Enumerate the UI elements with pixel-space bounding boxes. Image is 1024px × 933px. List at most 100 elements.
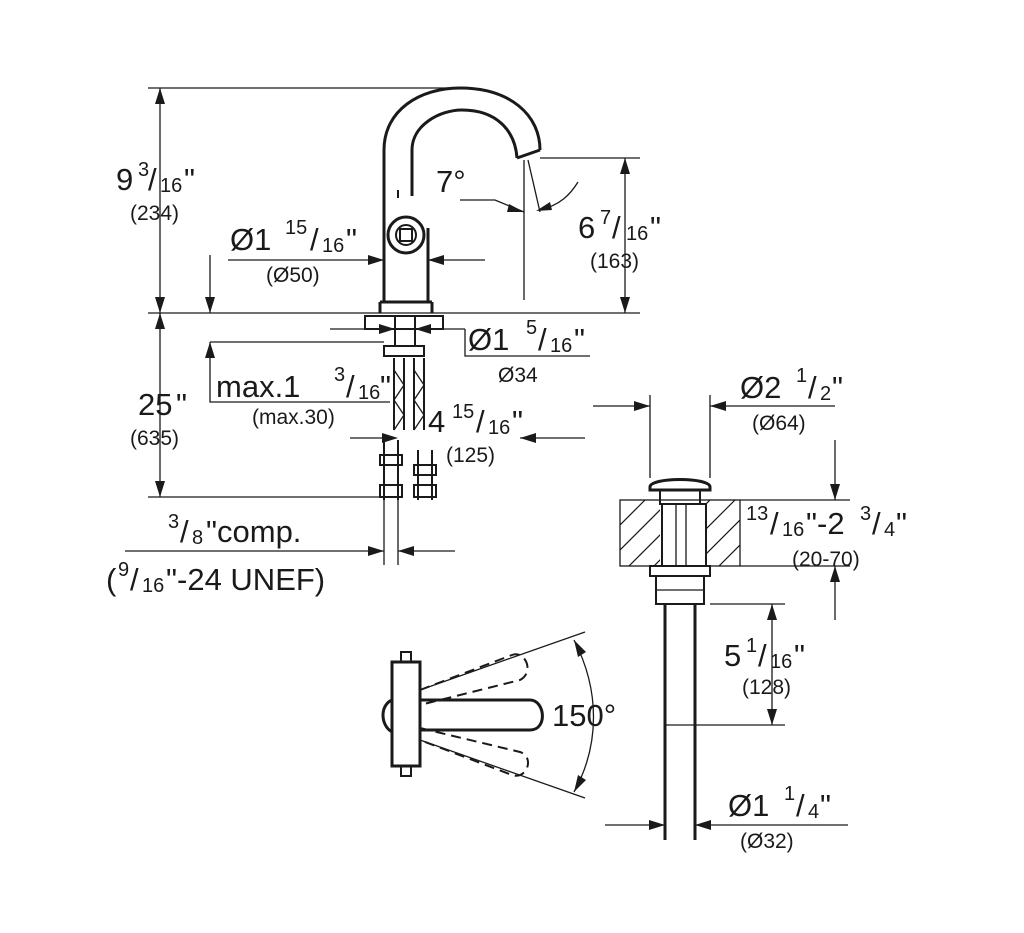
dim-metric: (Ø64) [752,412,806,435]
dim-numerator: 15 [285,217,307,239]
dim-suffix-2: "-24 UNEF) [166,562,325,597]
dim-denominator-2: 4 [884,519,895,541]
dim-mid: "-2 [806,506,845,541]
label-spout-angle: 7° [436,164,466,199]
dim-metric: (234) [130,202,179,225]
dim-denominator: 16 [488,417,510,439]
dim-prefix: Ø1 [230,222,271,257]
dim-denominator: 16 [770,651,792,673]
handle-top-view [381,631,595,799]
dim-unit: " [176,387,187,422]
dim-numerator: 3 [334,364,345,386]
svg-text:/: / [770,506,779,541]
handle-knob [386,215,426,255]
dim-unit: " [896,506,907,541]
svg-text:/: / [612,210,621,245]
label-tail-length: 5 1 / 16 " (128) [724,635,805,699]
svg-text:/: / [796,788,805,823]
dim-metric: (125) [446,444,495,467]
angle-label: 7° [436,164,466,199]
dim-numerator: 1 [746,635,757,657]
label-body-diameter: Ø1 15 / 16 " (Ø50) [230,217,357,287]
svg-text:/: / [538,322,547,357]
handle-lever [420,698,544,732]
dim-numerator: 7 [600,207,611,229]
dim-numerator-2: 9 [118,559,129,581]
drain-dimensions [593,395,850,830]
label-drain-diameter: Ø2 1 / 2 " (Ø64) [740,365,843,435]
dim-whole: 6 [578,210,595,245]
drain-assembly [619,478,741,840]
dim-denominator: 16 [160,175,182,197]
svg-text:/: / [346,369,355,404]
dim-unit: " [794,638,805,673]
svg-text:/: / [310,222,319,257]
dim-unit: " [346,222,357,257]
dim-whole: 4 [428,404,445,439]
svg-text:/: / [180,514,189,549]
label-drain-range: 13 / 16 "-2 3 / 4 " (20-70) [746,503,907,571]
dim-unit: " [380,369,391,404]
dim-numerator: 15 [452,401,474,423]
dim-prefix: Ø1 [728,788,769,823]
dim-denominator: 8 [192,527,203,549]
label-handle-rotation: 150° [552,698,616,733]
label-supply-length: 25 " (635) [130,387,187,450]
dim-denominator: 16 [782,519,804,541]
svg-text:/: / [476,404,485,439]
svg-text:/: / [808,370,817,405]
dim-metric: Ø34 [498,364,538,387]
dim-metric: (Ø32) [740,830,794,853]
dim-metric: (Ø50) [266,264,320,287]
dim-denominator: 16 [358,382,380,404]
dim-numerator-2: 3 [860,503,871,525]
label-height-total: 9 3 / 16 " (234) [116,159,195,225]
dim-unit: " [512,404,523,439]
drain-cap [648,478,712,492]
dim-open-paren: ( [106,562,117,597]
dim-metric: (128) [742,676,791,699]
dim-prefix: max.1 [216,369,300,404]
dim-suffix: "comp. [206,514,301,549]
svg-text:/: / [148,162,157,197]
dim-numerator: 5 [526,317,537,339]
label-hole-diameter: Ø1 5 / 16 " Ø34 [468,317,585,387]
faucet-dimensions [125,87,640,565]
spout-outline-inner [410,108,519,159]
dim-unit: " [184,162,195,197]
label-supply-spacing: 4 15 / 16 " (125) [428,401,523,467]
label-tail-diameter: Ø1 1 / 4 " (Ø32) [728,783,831,853]
dim-denominator: 16 [626,223,648,245]
dim-numerator: 13 [746,503,768,525]
dim-numerator: 1 [796,365,807,387]
dim-prefix: Ø1 [468,322,509,357]
dim-metric: (20-70) [792,548,860,571]
dim-whole: 25 [138,387,172,422]
dim-denominator-2: 16 [142,575,164,597]
dim-denominator: 16 [322,235,344,257]
dim-metric: (163) [590,250,639,273]
label-connection: 3 / 8 "comp. ( 9 / 16 "-24 UNEF) [106,511,325,597]
dim-denominator: 4 [808,801,819,823]
dim-unit: " [832,370,843,405]
svg-text:/: / [872,506,881,541]
svg-text:/: / [758,638,767,673]
dim-numerator: 1 [784,783,795,805]
dim-metric: (max.30) [252,406,335,429]
dim-denominator: 2 [820,383,831,405]
dim-prefix: Ø2 [740,370,781,405]
dim-unit: " [574,322,585,357]
dim-denominator: 16 [550,335,572,357]
dim-numerator: 3 [168,511,179,533]
dim-unit: " [820,788,831,823]
faucet-side-view [148,86,640,500]
label-deck-max: max.1 3 / 16 " (max.30) [216,364,391,429]
dim-unit: " [650,210,661,245]
dim-metric: (635) [130,427,179,450]
angle-label: 150° [552,698,616,733]
dim-numerator: 3 [138,159,149,181]
label-spout-height: 6 7 / 16 " (163) [578,207,661,273]
svg-text:/: / [130,562,139,597]
dim-whole: 9 [116,162,133,197]
